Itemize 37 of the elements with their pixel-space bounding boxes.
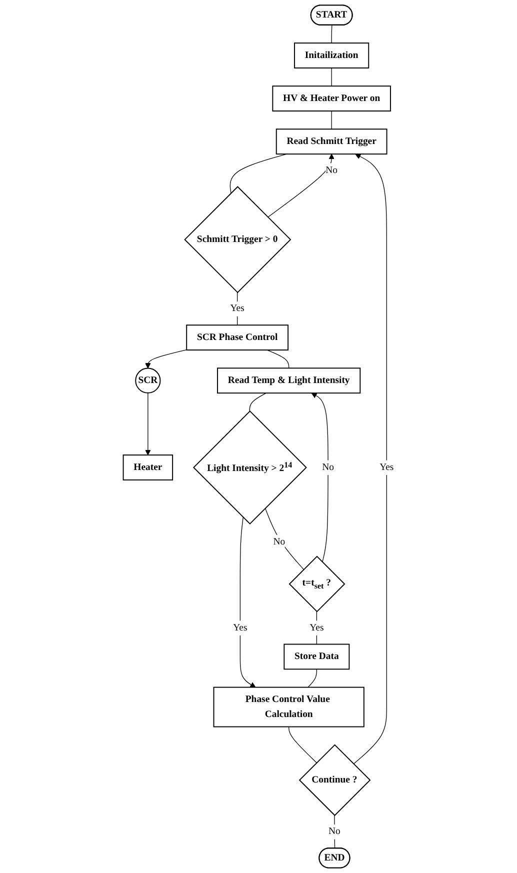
connector xyxy=(230,154,288,194)
edge-label: No xyxy=(273,536,286,548)
edge-label: No xyxy=(322,462,334,472)
node-box: Read Temp & Light Intensity xyxy=(217,368,361,394)
connector xyxy=(331,110,332,130)
node-box: HV & Heater Power on xyxy=(272,86,391,112)
edge-label: Yes xyxy=(380,462,394,472)
node-circle: SCR xyxy=(135,368,161,394)
node-box: Read Schmitt Trigger xyxy=(276,128,388,155)
arrow xyxy=(311,392,328,562)
edge-label: Yes xyxy=(233,622,248,633)
arrow xyxy=(353,154,387,764)
arrow xyxy=(267,154,334,218)
node-box: Store Data xyxy=(284,644,350,670)
connector xyxy=(264,508,304,570)
node-diamond: Schmitt Trigger > 0 xyxy=(184,186,292,294)
arrow xyxy=(145,392,151,456)
connector xyxy=(334,815,336,849)
connector xyxy=(249,392,266,412)
edge-label: Yes xyxy=(230,303,244,314)
connector xyxy=(331,24,332,44)
node-box: Initailization xyxy=(294,42,370,68)
edge-label: No xyxy=(328,826,340,837)
connector xyxy=(308,668,317,688)
edge-label: No xyxy=(326,165,338,176)
connector xyxy=(288,726,317,764)
node-box: Heater xyxy=(122,454,174,480)
arrow xyxy=(145,349,187,369)
node-box: Phase Control Value Calculation xyxy=(213,686,364,728)
node-diamond: Continue ? xyxy=(298,744,371,816)
arrow xyxy=(240,516,256,688)
node-diamond: Light Intensity > 2$^{14}$ xyxy=(192,410,307,524)
edge-label: Yes xyxy=(310,622,324,633)
connector xyxy=(331,68,332,86)
node-diamond: t=t$_{set}$ ? xyxy=(288,556,346,612)
node-box: SCR Phase Control xyxy=(186,324,289,350)
connector xyxy=(266,350,290,368)
